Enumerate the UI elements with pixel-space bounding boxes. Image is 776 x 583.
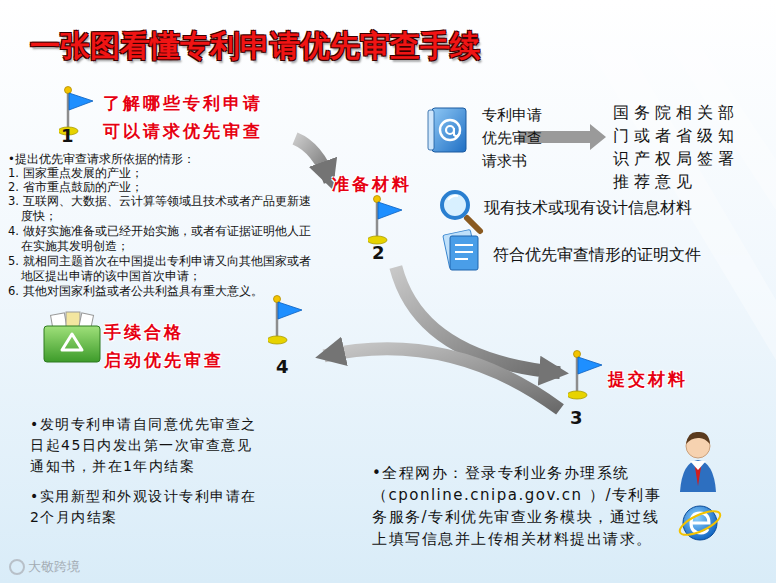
form-book-icon-part: [454, 128, 460, 136]
material-label: 符合优先审查情形的证明文件: [493, 244, 701, 266]
diagram-title: 一张图看懂专利申请优先审查手续: [30, 26, 480, 67]
callout-number: 1: [61, 125, 74, 147]
flag-marker-part: [274, 296, 281, 303]
list-item: 5. 就相同主题首次在中国提出专利申请又向其他国家或者地区提出申请的该中国首次申…: [8, 254, 321, 284]
form-book-icon-part: [432, 108, 466, 152]
callout-number: 2: [372, 242, 385, 264]
callout-number: 3: [570, 407, 583, 429]
flow-arrow: [295, 139, 330, 182]
list-item: 2. 省市重点鼓励的产业；: [8, 180, 321, 195]
document-icon-part: [455, 251, 473, 253]
magnifier-icon-part: [448, 196, 458, 200]
step-node: 提交材料 3: [560, 345, 712, 437]
flag-marker: [268, 294, 304, 346]
flag-marker: [568, 349, 604, 401]
browser-icon: [677, 506, 724, 540]
list-item: 4. 做好实施准备或已经开始实施，或者有证据证明他人正在实施其发明创造；: [8, 224, 321, 254]
step-heading: 提交材料: [608, 365, 708, 393]
person-icon: [680, 432, 716, 492]
light-rays-part: [560, 0, 776, 360]
watermark: 大敬跨境: [28, 558, 80, 576]
step-heading: 了解哪些专利申请 可以请求优先审查: [103, 89, 293, 145]
step-node: 准备材料 2: [330, 170, 424, 267]
light-rays: [560, 0, 776, 360]
list-item: 6. 其他对国家利益或者公共利益具有重大意义。: [8, 284, 321, 299]
browser-icon-part: [677, 506, 724, 539]
flag-marker-part: [65, 87, 72, 94]
flag-marker: [368, 194, 404, 246]
material-label: 专利申请 优先审查 请求书: [482, 104, 552, 173]
flow-arrow: [324, 349, 560, 410]
flag-marker-part: [374, 196, 381, 203]
flag-marker-part: [69, 93, 93, 110]
recycle-box-icon-part: [62, 334, 82, 350]
note-text: •实用新型和外观设计专利申请在2个月内结案: [30, 486, 258, 528]
document-icon-part: [455, 244, 473, 246]
form-book-icon-part: [440, 120, 460, 140]
flag-marker-part: [568, 391, 587, 399]
note-text: •全程网办：登录专利业务办理系统（cponline.cnipa.gov.cn ）…: [372, 462, 664, 550]
magnifier-icon: [442, 192, 480, 231]
step-heading: 手续合格 启动优先审查: [104, 318, 254, 374]
document-icon: [443, 229, 478, 270]
list-item: 3. 互联网、大数据、云计算等领域且技术或者产品更新速度快；: [8, 194, 321, 224]
list-heading: •提出优先审查请求所依据的情形：: [8, 152, 321, 167]
document-icon-part: [450, 236, 478, 270]
step-node: 手续合格 启动优先审查 4: [40, 290, 324, 384]
flag-marker-part: [268, 336, 287, 344]
watermark-logo: [10, 560, 24, 574]
callout-number: 4: [276, 356, 289, 378]
step-node: 了解哪些专利申请 可以请求优先审查 1: [55, 85, 295, 152]
flag-marker-part: [574, 351, 581, 358]
document-icon-part: [455, 258, 468, 260]
watermark-logo-part: [10, 560, 24, 574]
material-label: 国务院相关部门或者省级知识产权局签署推荐意见: [613, 101, 747, 193]
form-book-icon-part: [446, 126, 454, 134]
step-heading: 准备材料: [332, 170, 422, 198]
flag-marker-part: [278, 302, 302, 319]
form-book-icon-part: [428, 110, 434, 150]
flag-marker-part: [378, 202, 402, 219]
person-icon-part: [690, 461, 706, 470]
recycle-box-icon-part: [44, 326, 100, 362]
magnifier-icon-part: [442, 192, 468, 218]
recycle-box-icon: [44, 312, 100, 362]
list-item: 1. 国家重点发展的产业；: [8, 166, 321, 181]
browser-icon-part: [691, 513, 709, 533]
person-icon-part: [680, 460, 716, 492]
note-text: •发明专利申请自同意优先审查之日起45日内发出第一次审查意见通知书，并在1年内结…: [30, 414, 258, 477]
form-book-icon: [428, 108, 466, 152]
person-icon-part: [686, 432, 710, 444]
material-label: 现有技术或现有设计信息材料: [484, 197, 692, 219]
magnifier-icon-part: [467, 218, 480, 231]
flag-marker-part: [578, 357, 602, 374]
